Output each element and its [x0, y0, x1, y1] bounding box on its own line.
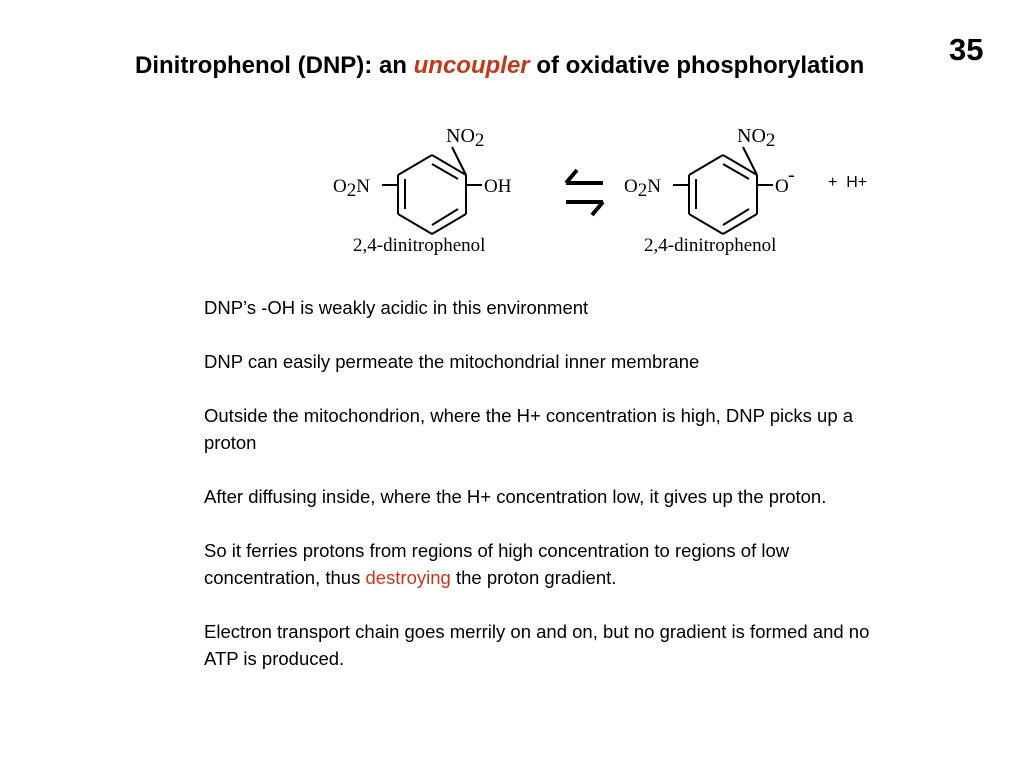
reaction-diagram: NO2 O2N OH 2,4-dinitrophenol NO2 O2N O - [333, 125, 867, 256]
right-compound-name: 2,4-dinitrophenol [644, 235, 776, 256]
left-o2n-pre: O [333, 176, 347, 197]
slide-number: 35 [949, 32, 984, 67]
left-compound-name: 2,4-dinitrophenol [353, 235, 485, 256]
product-h-plus: + H+ [828, 174, 867, 191]
svg-text:O2N: O2N [333, 176, 370, 201]
title-after: of oxidative phosphorylation [529, 52, 865, 79]
right-o-group: O [775, 176, 789, 197]
right-no2-sub: 2 [766, 130, 776, 151]
right-o2n-post: N [647, 176, 661, 197]
benzene-ring-left [382, 146, 482, 235]
slide-title: Dinitrophenol (DNP): an uncoupler of oxi… [135, 52, 1015, 81]
paragraph-acidity: DNP’s -OH is weakly acidic in this envir… [204, 297, 589, 318]
paragraph-permeate: DNP can easily permeate the mitochondria… [204, 351, 700, 372]
left-o2n-post: N [356, 176, 370, 197]
right-no2-main: NO [737, 125, 766, 147]
svg-text:NO2: NO2 [737, 125, 775, 151]
paragraph-electron-transport: Electron transport chain goes merrily on… [204, 621, 870, 669]
ferries-highlight: destroying [365, 567, 451, 588]
right-o-charge: - [788, 164, 795, 186]
title-before: Dinitrophenol (DNP): an [135, 52, 414, 79]
right-o2n-pre: O [624, 176, 638, 197]
body-text: DNP’s -OH is weakly acidic in this envir… [204, 294, 904, 699]
ferries-after: the proton gradient. [450, 567, 617, 588]
equilibrium-arrows [564, 168, 605, 217]
right-o2n-sub: 2 [638, 180, 648, 201]
svg-text:O2N: O2N [624, 176, 661, 201]
left-o2n-sub: 2 [347, 180, 357, 201]
title-emphasis: uncoupler [413, 52, 530, 79]
left-no2-sub: 2 [475, 130, 485, 151]
left-oh-group: OH [484, 176, 512, 197]
paragraph-inside: After diffusing inside, where the H+ con… [204, 486, 827, 507]
paragraph-outside: Outside the mitochondrion, where the H+ … [204, 405, 854, 453]
dnp-structure-right: NO2 O2N O - 2,4-dinitrophenol [624, 125, 795, 256]
dnp-structure-left: NO2 O2N OH 2,4-dinitrophenol [333, 125, 512, 256]
left-no2-main: NO [446, 125, 475, 147]
paragraph-ferries: So it ferries protons from regions of hi… [204, 537, 904, 591]
svg-text:NO2: NO2 [446, 125, 484, 151]
ferries-before: So it ferries protons from regions of hi… [204, 540, 790, 588]
benzene-ring-right [673, 146, 773, 235]
